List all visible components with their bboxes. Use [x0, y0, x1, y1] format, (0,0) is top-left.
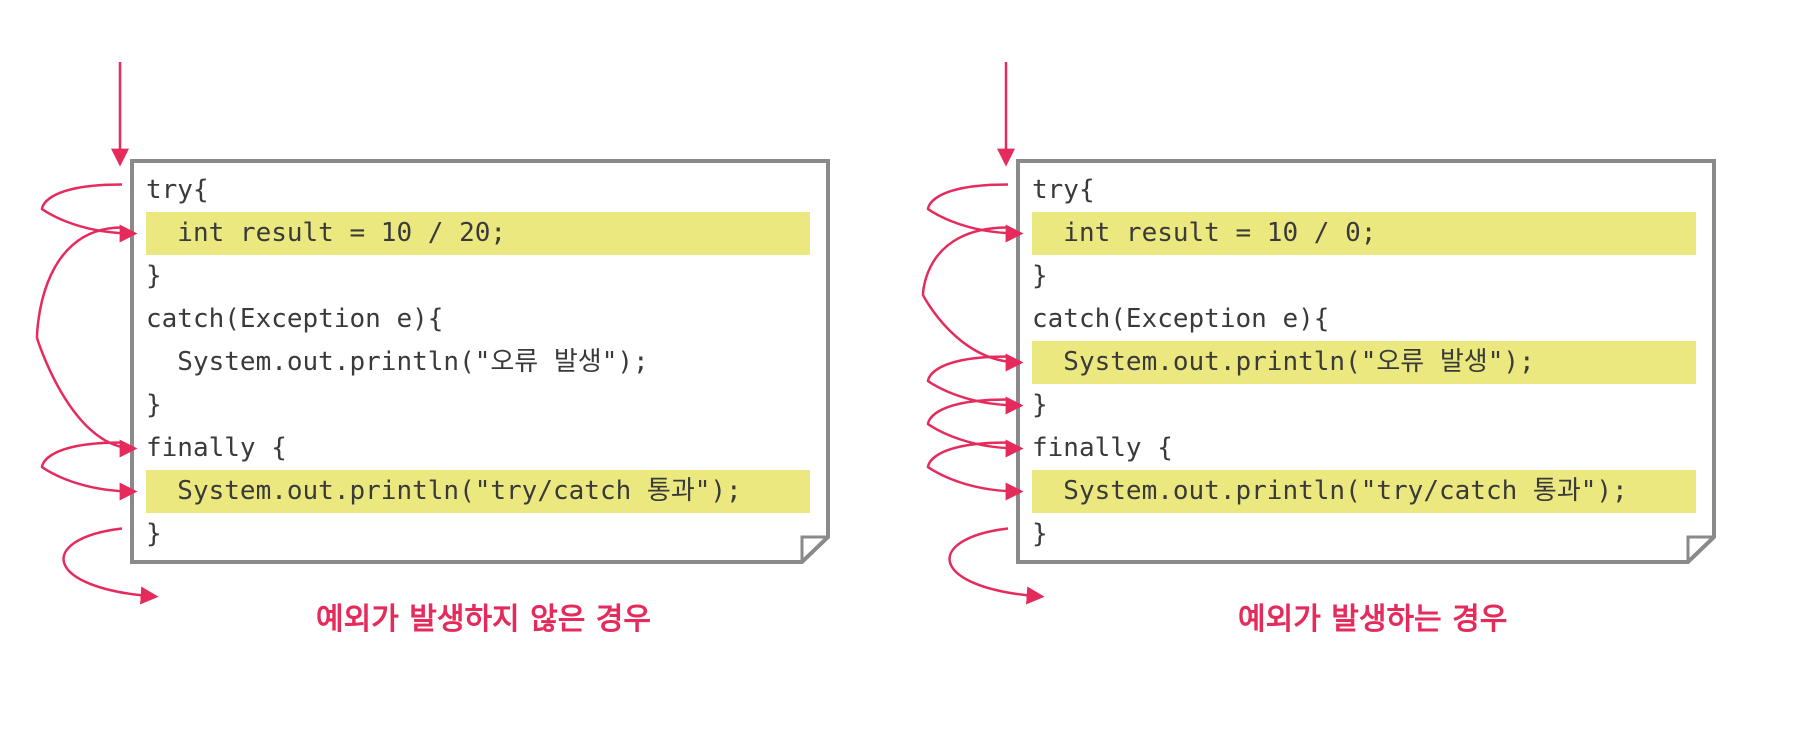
- code-line-catch-close: }: [1032, 384, 1696, 427]
- code-text: System.out.println("try/catch 통과");: [146, 476, 742, 506]
- flow-arrow: [926, 441, 1024, 501]
- panel-exception: try{ int result = 10 / 0; } catch(Except…: [1016, 159, 1716, 564]
- flow-arrow: [926, 398, 1024, 458]
- code-text: }: [1032, 390, 1048, 420]
- code-text: System.out.println("try/catch 통과");: [1032, 476, 1628, 506]
- code-text: catch(Exception e){: [1032, 304, 1330, 334]
- code-text: try{: [1032, 175, 1095, 205]
- caption-exception: 예외가 발생하는 경우: [1238, 602, 1508, 637]
- code-line-finally-close: }: [1032, 513, 1696, 556]
- code-line-try-open: try{: [1032, 169, 1696, 212]
- code-line-statement: int result = 10 / 20;: [146, 212, 810, 255]
- flow-arrow: [926, 183, 1024, 243]
- code-text: }: [146, 390, 162, 420]
- code-line-finally-body: System.out.println("try/catch 통과");: [1032, 470, 1696, 513]
- code-text: System.out.println("오류 발생");: [146, 347, 649, 377]
- code-block: try{ int result = 10 / 20; } catch(Excep…: [146, 169, 810, 556]
- code-line-catch-close: }: [146, 384, 810, 427]
- code-text: catch(Exception e){: [146, 304, 444, 334]
- code-block: try{ int result = 10 / 0; } catch(Except…: [1032, 169, 1696, 556]
- code-text: }: [146, 519, 162, 549]
- code-line-finally-open: finally {: [1032, 427, 1696, 470]
- code-line-catch-open: catch(Exception e){: [146, 298, 810, 341]
- code-text: }: [146, 261, 162, 291]
- flow-arrow: [921, 226, 1024, 372]
- code-line-catch-body: System.out.println("오류 발생");: [1032, 341, 1696, 384]
- code-text: System.out.println("오류 발생");: [1032, 347, 1535, 377]
- code-line-finally-open: finally {: [146, 427, 810, 470]
- code-text: }: [1032, 519, 1048, 549]
- flow-arrow: [40, 183, 138, 243]
- code-line-finally-close: }: [146, 513, 810, 556]
- code-text: int result = 10 / 20;: [146, 218, 507, 248]
- code-text: try{: [146, 175, 209, 205]
- flow-arrow: [926, 355, 1024, 415]
- code-text: finally {: [1032, 433, 1173, 463]
- code-line-finally-body: System.out.println("try/catch 통과");: [146, 470, 810, 513]
- code-text: finally {: [146, 433, 287, 463]
- flow-arrow: [35, 226, 138, 458]
- code-line-statement: int result = 10 / 0;: [1032, 212, 1696, 255]
- code-line-try-open: try{: [146, 169, 810, 212]
- code-text: int result = 10 / 0;: [1032, 218, 1377, 248]
- caption-no-exception: 예외가 발생하지 않은 경우: [316, 602, 651, 637]
- flow-arrow: [40, 441, 138, 501]
- panel-no-exception: try{ int result = 10 / 20; } catch(Excep…: [130, 159, 830, 564]
- code-line-try-close: }: [1032, 255, 1696, 298]
- code-text: }: [1032, 261, 1048, 291]
- code-line-catch-body: System.out.println("오류 발생");: [146, 341, 810, 384]
- code-line-try-close: }: [146, 255, 810, 298]
- code-line-catch-open: catch(Exception e){: [1032, 298, 1696, 341]
